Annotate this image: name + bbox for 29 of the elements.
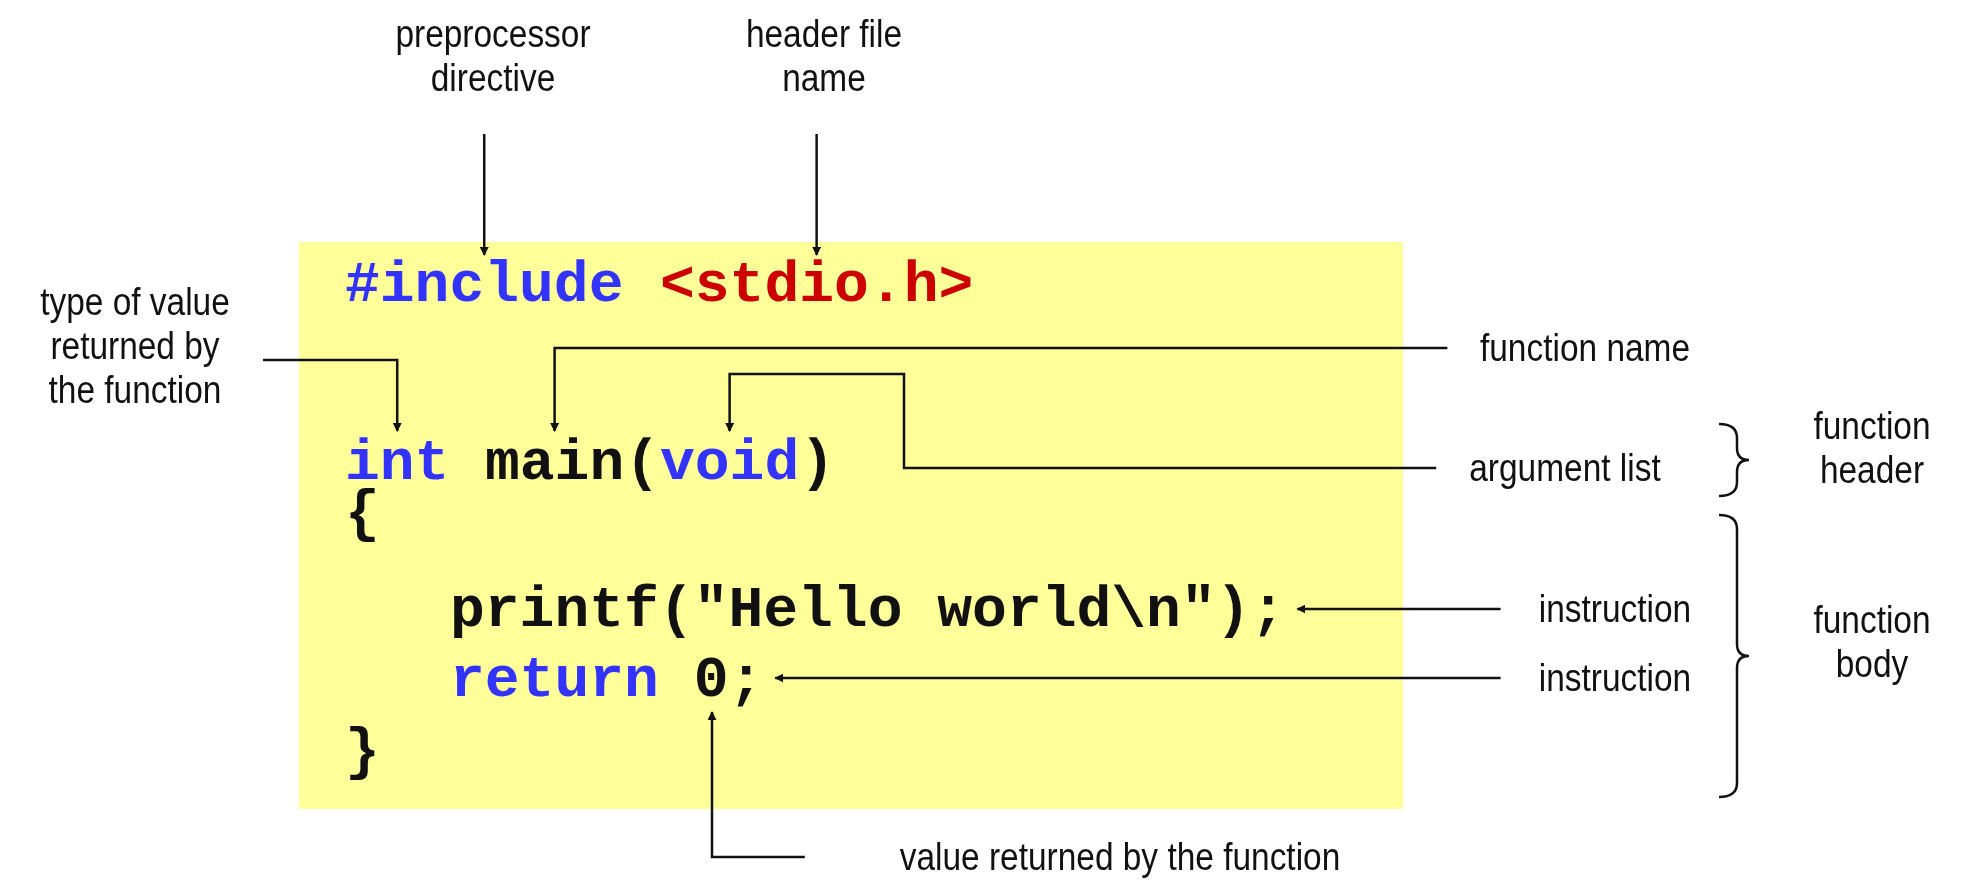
arrow	[707, 711, 805, 859]
code-text: {	[345, 486, 380, 544]
arrow	[263, 358, 402, 432]
code-text: #include	[345, 257, 624, 315]
code-text: <stdio.h>	[660, 257, 974, 315]
arrow	[725, 372, 1437, 470]
annotation-label: value returned by the function	[864, 835, 1376, 879]
code-text: void	[660, 435, 800, 493]
arrow	[1296, 604, 1501, 614]
bracket-label: function body	[1812, 598, 1932, 686]
annotation-label: instruction	[1522, 656, 1708, 700]
annotation-label: header file name	[709, 12, 939, 100]
annotation-label: argument list	[1446, 446, 1684, 490]
annotation-label: type of value returned by the function	[25, 280, 245, 412]
code-text: )	[800, 435, 835, 493]
code-text: main	[485, 435, 625, 493]
annotation-label: preprocessor directive	[378, 12, 608, 100]
code-text: printf("Hello world\n");	[450, 582, 1286, 640]
code-panel	[299, 242, 1403, 809]
annotation-label: instruction	[1522, 587, 1708, 631]
code-text: return 0;	[450, 652, 764, 710]
arrow	[812, 134, 822, 256]
bracket-label: function header	[1812, 404, 1932, 492]
annotation-label: function name	[1457, 326, 1713, 370]
code-text: (	[625, 435, 660, 493]
arrow	[479, 134, 489, 256]
arrow	[774, 673, 1501, 683]
code-text: }	[345, 724, 380, 782]
arrow	[550, 346, 1448, 432]
